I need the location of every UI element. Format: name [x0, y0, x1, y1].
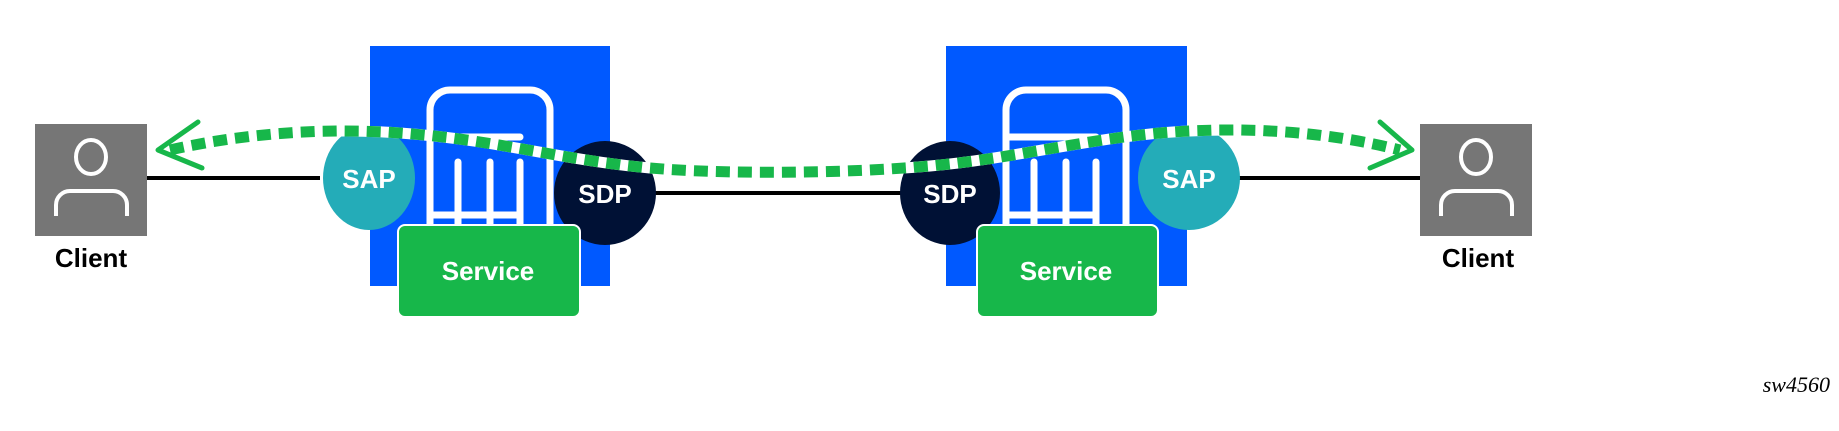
sdp-label: SDP [578, 179, 631, 209]
server-icon [1002, 86, 1130, 236]
sap-left [323, 126, 415, 230]
sdp-label: SDP [923, 179, 976, 209]
service-label: Service [442, 256, 535, 286]
sap-label: SAP [1162, 164, 1215, 194]
service-label: Service [1020, 256, 1113, 286]
right-client: Client [1420, 124, 1532, 273]
figure-id: sw4560 [1763, 372, 1830, 397]
sap-right [1138, 126, 1240, 230]
service-path [155, 119, 1415, 178]
client-label: Client [1442, 243, 1515, 273]
sap-label: SAP [342, 164, 395, 194]
right-service-node: SAP SDP Service [900, 46, 1240, 318]
left-client: Client [35, 124, 147, 273]
user-icon [1439, 138, 1514, 216]
service-box [397, 224, 581, 318]
client-label: Client [55, 243, 128, 273]
user-icon [54, 138, 129, 216]
service-box [976, 224, 1159, 318]
arrowhead-right-icon [1367, 119, 1415, 171]
arrowhead-left-icon [155, 119, 205, 171]
left-service-node: SAP SDP Service [323, 46, 656, 318]
